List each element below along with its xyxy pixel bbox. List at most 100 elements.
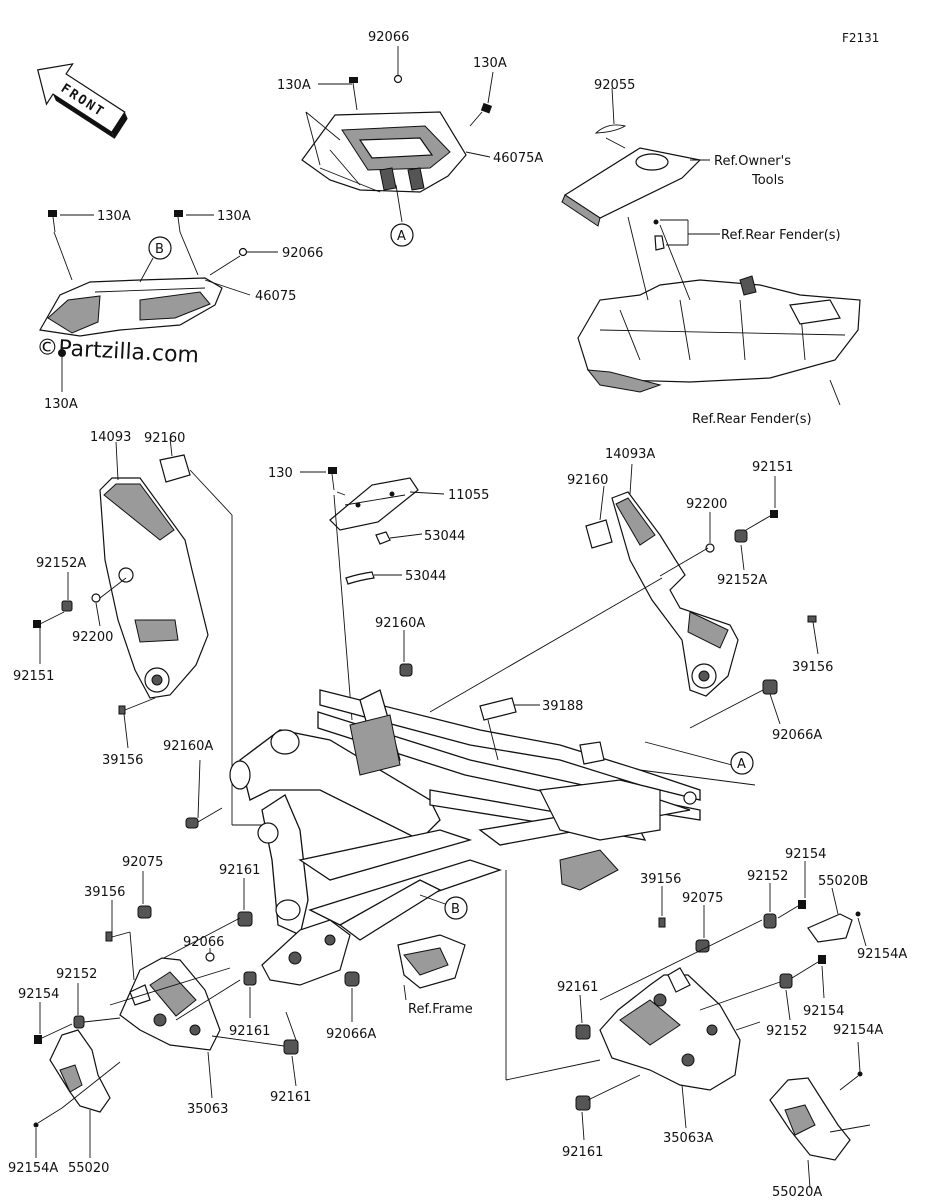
clamp-39156-left-icon <box>118 705 126 715</box>
ref-rear-fender-top: Ref.Rear Fender(s) <box>721 228 841 243</box>
screw-icon <box>653 219 659 225</box>
grommet-92066-lower-icon <box>205 952 215 962</box>
collar-92152a-right-icon <box>734 529 748 543</box>
callout-a-top: A <box>390 223 414 247</box>
rubber-92160a-left-icon <box>185 817 199 829</box>
label-92154a-left: 92154A <box>8 1161 58 1176</box>
pad-39188-icon <box>479 697 517 721</box>
rubber-92066a-right-icon <box>762 679 778 695</box>
label-92152-right-a: 92152 <box>747 869 788 884</box>
diagram-code: F2131 <box>842 31 879 45</box>
label-92200-right: 92200 <box>686 497 727 512</box>
bolt-92151-left-icon <box>33 611 65 628</box>
svg-text:B: B <box>155 242 164 257</box>
bracket-11055 <box>329 477 419 531</box>
label-92161-e: 92161 <box>562 1145 603 1160</box>
collar-92152-right-b-icon <box>779 973 793 989</box>
label-92152-right-b: 92152 <box>766 1024 807 1039</box>
bolt-130a-left-a-icon <box>48 210 57 233</box>
label-35063a: 35063A <box>663 1131 713 1146</box>
rubber-92161-d-icon <box>575 1024 591 1040</box>
label-92154-right-a: 92154 <box>785 847 826 862</box>
heel-guard-55020 <box>49 1029 111 1113</box>
label-92154a-right-b: 92154A <box>833 1023 883 1038</box>
rubber-92161-e-icon <box>575 1095 591 1111</box>
screw-92154a-left-icon <box>33 1122 39 1128</box>
bolt-130a-left-c-icon <box>58 349 66 357</box>
label-130a-left-b: 130A <box>217 209 251 224</box>
label-92161-c: 92161 <box>270 1090 311 1105</box>
label-92200-left: 92200 <box>72 630 113 645</box>
rubber-92160-left-icon <box>159 454 191 483</box>
bolt-92154-right-b-icon <box>791 955 826 979</box>
svg-text:A: A <box>397 229 406 244</box>
grab-rail-46075a <box>301 111 467 193</box>
footrest-bracket-35063 <box>119 957 221 1051</box>
label-92066-top: 92066 <box>368 30 409 45</box>
label-130: 130 <box>268 466 293 481</box>
tool-kit <box>561 147 702 227</box>
label-55020a: 55020A <box>772 1185 822 1200</box>
label-92152-left: 92152 <box>56 967 97 982</box>
ref-frame: Ref.Frame <box>408 1002 473 1017</box>
rubber-92160-right-icon <box>585 519 613 549</box>
label-39156-lower-left: 39156 <box>84 885 125 900</box>
label-92151-left: 92151 <box>13 669 54 684</box>
rubber-92161-a-icon <box>237 911 253 927</box>
label-92152a-right: 92152A <box>717 573 767 588</box>
rubber-92066a-lower-icon <box>344 971 360 987</box>
damper-53044-a-icon <box>375 531 391 545</box>
rubber-92160a-top-icon <box>399 663 413 677</box>
label-92160-right: 92160 <box>567 473 608 488</box>
label-92154-left: 92154 <box>18 987 59 1002</box>
label-92075-right: 92075 <box>682 891 723 906</box>
label-92154-right-b: 92154 <box>803 1004 844 1019</box>
rubber-92161-b-icon <box>243 971 257 986</box>
label-35063: 35063 <box>187 1102 228 1117</box>
washer-92200-right-icon <box>705 543 715 553</box>
bolt-92154-left-icon <box>34 1023 73 1044</box>
collar-92152-left-icon <box>73 1015 85 1029</box>
bolt-130a-left-b-icon <box>174 210 183 233</box>
label-130a-top-left: 130A <box>277 78 311 93</box>
side-cover-14093a <box>611 491 739 697</box>
plate-55020b <box>807 913 853 943</box>
label-14093a: 14093A <box>605 447 655 462</box>
label-92161-d: 92161 <box>557 980 598 995</box>
grommet-92066-left-icon <box>238 247 248 257</box>
label-92161-b: 92161 <box>229 1024 270 1039</box>
grommet-92066-top-icon <box>393 74 403 84</box>
label-92066-lower: 92066 <box>183 935 224 950</box>
clamp-39156-right-icon <box>807 615 817 623</box>
rubber-92161-c-icon <box>283 1039 299 1055</box>
bolt-92154-right-a-icon <box>777 900 806 919</box>
rubber-92075-right-icon <box>695 939 710 953</box>
label-92066-left: 92066 <box>282 246 323 261</box>
label-92075-left: 92075 <box>122 855 163 870</box>
callout-a-frame: A <box>730 751 754 775</box>
svg-text:A: A <box>737 757 746 772</box>
label-130a-left-a: 130A <box>97 209 131 224</box>
label-11055: 11055 <box>448 488 489 503</box>
footrest-bracket-35063a <box>599 967 741 1091</box>
label-39188: 39188 <box>542 699 583 714</box>
label-53044-b: 53044 <box>405 569 446 584</box>
collar-92152-right-a-icon <box>763 913 777 929</box>
screw-92154a-right-b-icon <box>857 1071 863 1077</box>
label-39156-right: 39156 <box>792 660 833 675</box>
front-arrow-icon: FRONT <box>37 63 128 139</box>
label-92160a-left: 92160A <box>163 739 213 754</box>
rear-fender <box>577 275 861 393</box>
label-92066a-lower: 92066A <box>326 1027 376 1042</box>
rubber-92075-left-icon <box>137 905 152 919</box>
bolt-130a-top-right-icon <box>469 102 493 127</box>
callout-b-frame: B <box>444 896 468 920</box>
side-cover-14093 <box>99 477 209 699</box>
label-130a-top-right: 130A <box>473 56 507 71</box>
label-14093: 14093 <box>90 430 131 445</box>
label-39156-left: 39156 <box>102 753 143 768</box>
clip-icon <box>654 235 665 251</box>
callout-b-top: B <box>148 236 172 260</box>
label-92154a-right-a: 92154A <box>857 947 907 962</box>
